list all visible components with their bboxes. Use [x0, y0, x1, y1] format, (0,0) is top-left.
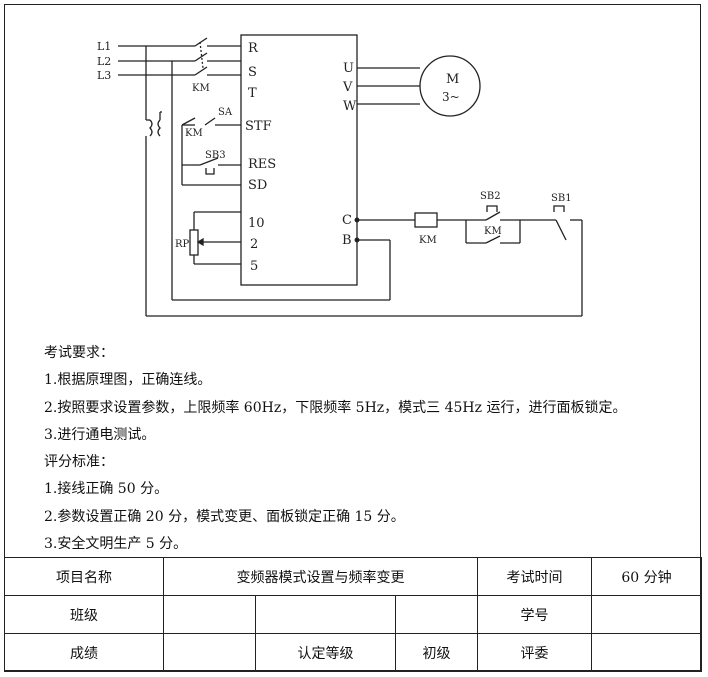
requirements-heading: 考试要求： [44, 345, 114, 361]
terminal-res: RES [248, 157, 276, 172]
info-table: 项目名称 变频器模式设置与频率变更 考试时间 60 分钟 班级 学号 成绩 认定… [4, 557, 703, 672]
label-rp: RP [175, 239, 190, 250]
terminal-b: B [342, 233, 352, 248]
table-row: 项目名称 变频器模式设置与频率变更 考试时间 60 分钟 [4, 557, 703, 596]
terminal-u: U [343, 61, 354, 76]
label-sb2: SB2 [480, 191, 501, 202]
terminal-v: V [342, 80, 353, 95]
class-label: 班级 [4, 595, 164, 634]
student-id-value-cell[interactable] [591, 595, 703, 634]
requirement-2: 2.按照要求设置参数，上限频率 60Hz，下限频率 5Hz，模式三 45Hz 运… [44, 399, 627, 416]
terminal-r: R [248, 41, 259, 56]
scoring-heading: 评分标准： [44, 454, 114, 471]
requirements-text: 考试要求： 1.根据原理图，正确连线。 2.按照要求设置参数，上限频率 60Hz… [44, 340, 626, 558]
motor-label: M [446, 72, 459, 87]
motor-phase: 3~ [442, 90, 460, 104]
label-l3: L3 [97, 69, 111, 82]
label-km-coil: KM [419, 235, 437, 246]
scoring-3: 3.安全文明生产 5 分。 [44, 536, 188, 553]
requirement-3: 3.进行通电测试。 [44, 426, 156, 443]
project-name-label: 项目名称 [4, 557, 164, 596]
label-km-hold: KM [484, 226, 502, 237]
exam-time-label: 考试时间 [477, 557, 593, 596]
terminal-c: C [342, 213, 352, 228]
class-extra-cell-2[interactable] [394, 595, 479, 634]
class-value-cell[interactable] [163, 595, 256, 634]
exam-time-value: 60 分钟 [591, 557, 703, 596]
label-km-aux: KM [185, 128, 203, 139]
terminal-t: T [248, 86, 257, 101]
terminal-s: S [248, 65, 257, 80]
terminal-5: 5 [250, 259, 258, 274]
label-l1: L1 [97, 40, 111, 53]
label-sb3: SB3 [205, 150, 226, 161]
judge-value-cell[interactable] [591, 633, 703, 672]
terminal-2: 2 [250, 237, 258, 252]
score-value-cell[interactable] [163, 633, 256, 672]
terminal-w: W [343, 99, 357, 114]
circuit-diagram: L1 L2 L3 KM R S T STF RES SD 10 2 5 U V … [97, 34, 583, 317]
student-id-label: 学号 [477, 595, 593, 634]
project-name-value: 变频器模式设置与频率变更 [162, 557, 479, 596]
label-l2: L2 [97, 55, 111, 68]
judge-label: 评委 [477, 633, 593, 672]
terminal-sd: SD [248, 178, 267, 193]
level-value: 初级 [394, 633, 479, 672]
scoring-1: 1.接线正确 50 分。 [44, 481, 169, 498]
label-sb1: SB1 [551, 193, 572, 204]
table-row: 班级 学号 [4, 595, 703, 634]
score-label: 成绩 [4, 633, 164, 672]
level-label: 认定等级 [255, 633, 396, 672]
terminal-10: 10 [248, 216, 265, 231]
label-km-main: KM [192, 83, 210, 94]
requirement-1: 1.根据原理图，正确连线。 [44, 372, 212, 389]
label-sa: SA [218, 107, 233, 118]
terminal-stf: STF [245, 119, 272, 134]
scoring-2: 2.参数设置正确 20 分，模式变更、面板锁定正确 15 分。 [44, 508, 405, 525]
table-row: 成绩 认定等级 初级 评委 [4, 633, 703, 672]
class-extra-cell[interactable] [255, 595, 396, 634]
